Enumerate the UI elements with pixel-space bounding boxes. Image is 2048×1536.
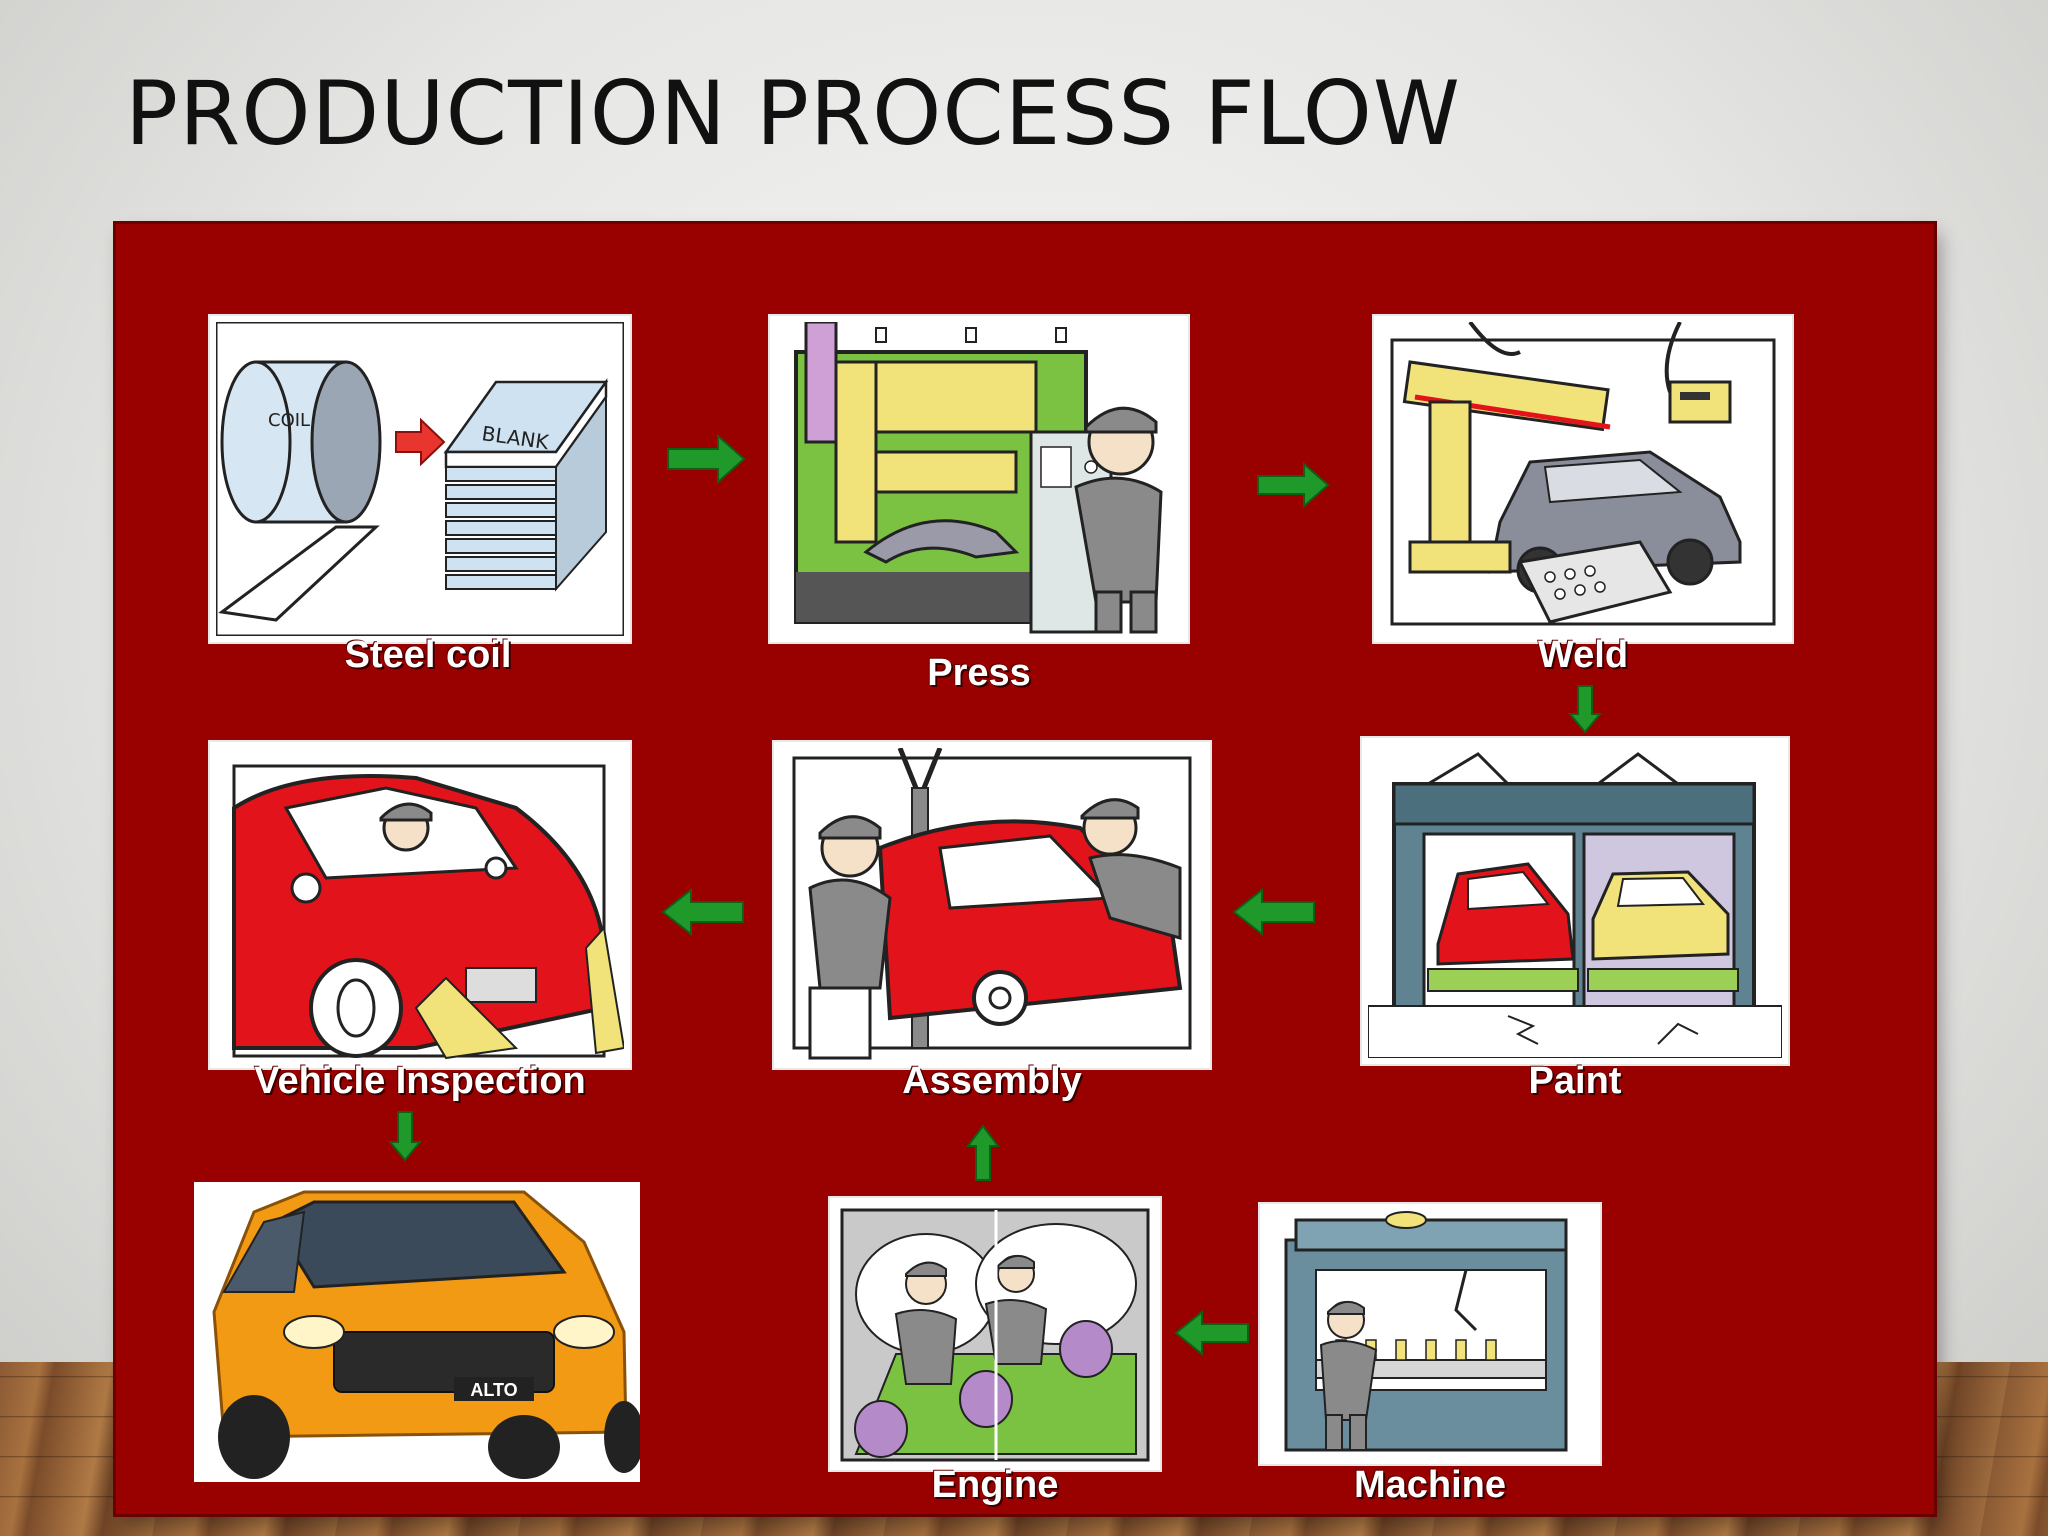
weld-label: Weld [1537, 634, 1629, 676]
arrow-right-icon [667, 434, 746, 484]
steel-coil-illustration: COIL BLANK [216, 322, 624, 636]
machine-illustration [1266, 1210, 1594, 1458]
arrow-down-icon [388, 1111, 422, 1162]
press-illustration [776, 322, 1182, 636]
arrow-down-icon [1568, 685, 1602, 734]
arrow-left-icon [1174, 1310, 1249, 1356]
paint-card [1360, 736, 1790, 1066]
arrow-right-icon [1257, 462, 1330, 508]
arrow-up-icon [966, 1124, 1000, 1181]
car-badge-text: ALTO [470, 1380, 517, 1400]
final-car-card: ALTO [194, 1182, 640, 1482]
arrow-left-icon [1232, 888, 1315, 936]
steel-coil-label: Steel coil [344, 634, 512, 676]
slide-title: PRODUCTION PROCESS FLOW [125, 62, 1461, 165]
red-arrow-icon [395, 417, 446, 467]
vehicle-inspection-label: Vehicle Inspection [254, 1060, 586, 1102]
coil-text: COIL [268, 410, 310, 431]
arrow-left-icon [661, 888, 744, 936]
assembly-label: Assembly [902, 1060, 1082, 1102]
paint-illustration [1368, 744, 1782, 1058]
press-card [768, 314, 1190, 644]
assembly-card [772, 740, 1212, 1070]
weld-card [1372, 314, 1794, 644]
press-label: Press [927, 652, 1031, 694]
machine-label: Machine [1353, 1464, 1507, 1506]
process-flow-panel: COIL BLANK Steel coil [116, 224, 1934, 1514]
engine-illustration [836, 1204, 1154, 1464]
engine-label: Engine [931, 1464, 1059, 1506]
paint-label: Paint [1528, 1060, 1622, 1102]
final-car-illustration: ALTO [194, 1182, 640, 1482]
assembly-illustration [780, 748, 1204, 1062]
machine-card [1258, 1202, 1602, 1466]
weld-illustration [1380, 322, 1786, 636]
vehicle-inspection-illustration [216, 748, 624, 1062]
steel-coil-card: COIL BLANK [208, 314, 632, 644]
engine-card [828, 1196, 1162, 1472]
vehicle-inspection-card [208, 740, 632, 1070]
